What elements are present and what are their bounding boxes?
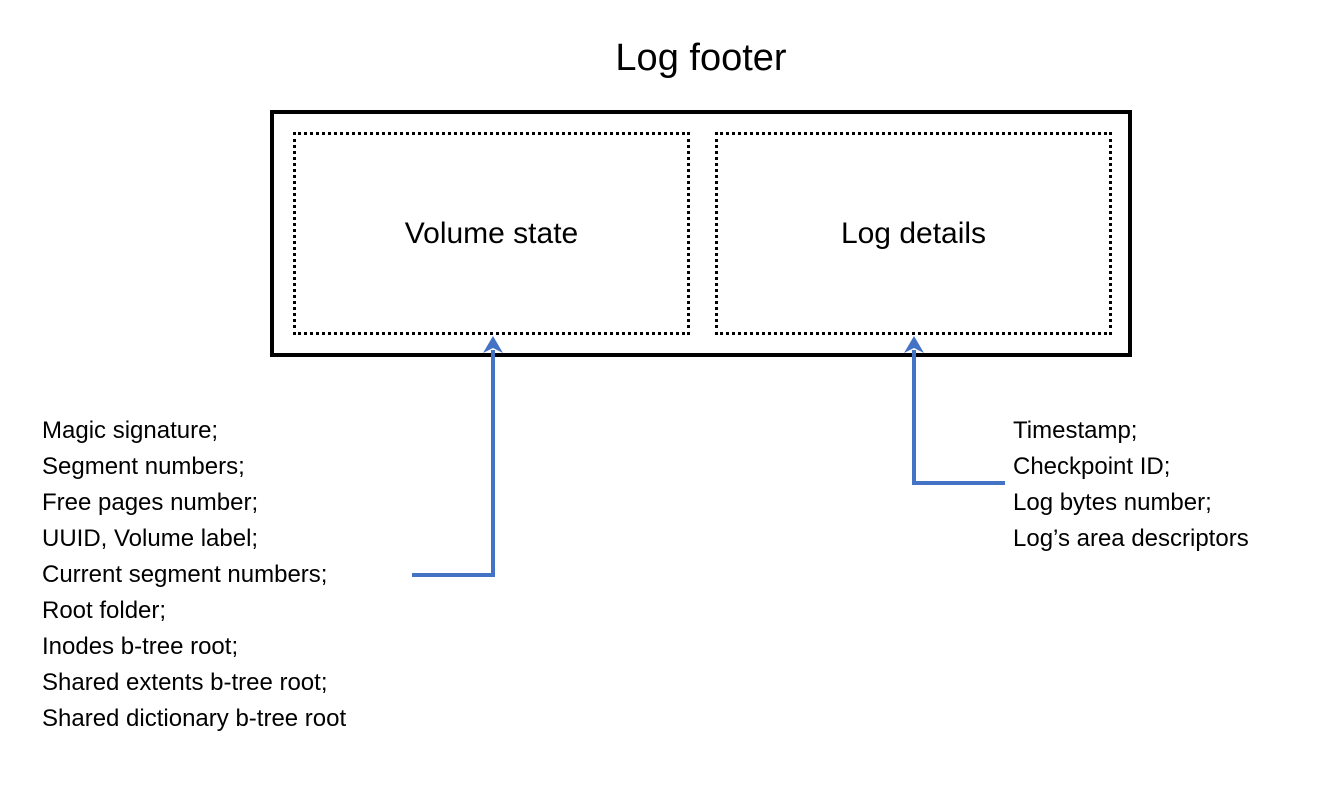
list-item: Magic signature; [42, 417, 219, 444]
list-item: Shared dictionary b-tree root [42, 705, 347, 732]
volume-state-field-list: Magic signature; Segment numbers; Free p… [42, 413, 346, 737]
list-item: Current segment numbers; [42, 561, 328, 588]
log-details-label: Log details [840, 216, 987, 250]
list-item: Shared extents b-tree root; [42, 669, 328, 696]
volume-state-label: Volume state [404, 216, 579, 250]
log-details-field-list: Timestamp; Checkpoint ID; Log bytes numb… [1013, 413, 1249, 557]
list-item: Root folder; [42, 597, 167, 624]
list-item: UUID, Volume label; [42, 525, 259, 552]
list-item: Timestamp; [1013, 417, 1138, 444]
list-item: Log bytes number; [1013, 489, 1212, 516]
list-item: Inodes b-tree root; [42, 633, 239, 660]
list-item: Checkpoint ID; [1013, 453, 1171, 480]
log-details-connector-line [912, 350, 1005, 485]
log-details-connector-arrow [904, 336, 1005, 485]
log-details-box: Log details [715, 132, 1112, 335]
volume-state-box: Volume state [293, 132, 690, 335]
volume-state-connector-line [412, 350, 495, 577]
volume-state-connector-arrow [412, 336, 503, 577]
list-item: Log’s area descriptors [1013, 525, 1249, 552]
list-item: Segment numbers; [42, 453, 245, 480]
list-item: Free pages number; [42, 489, 259, 516]
diagram-title: Log footer [615, 37, 787, 79]
